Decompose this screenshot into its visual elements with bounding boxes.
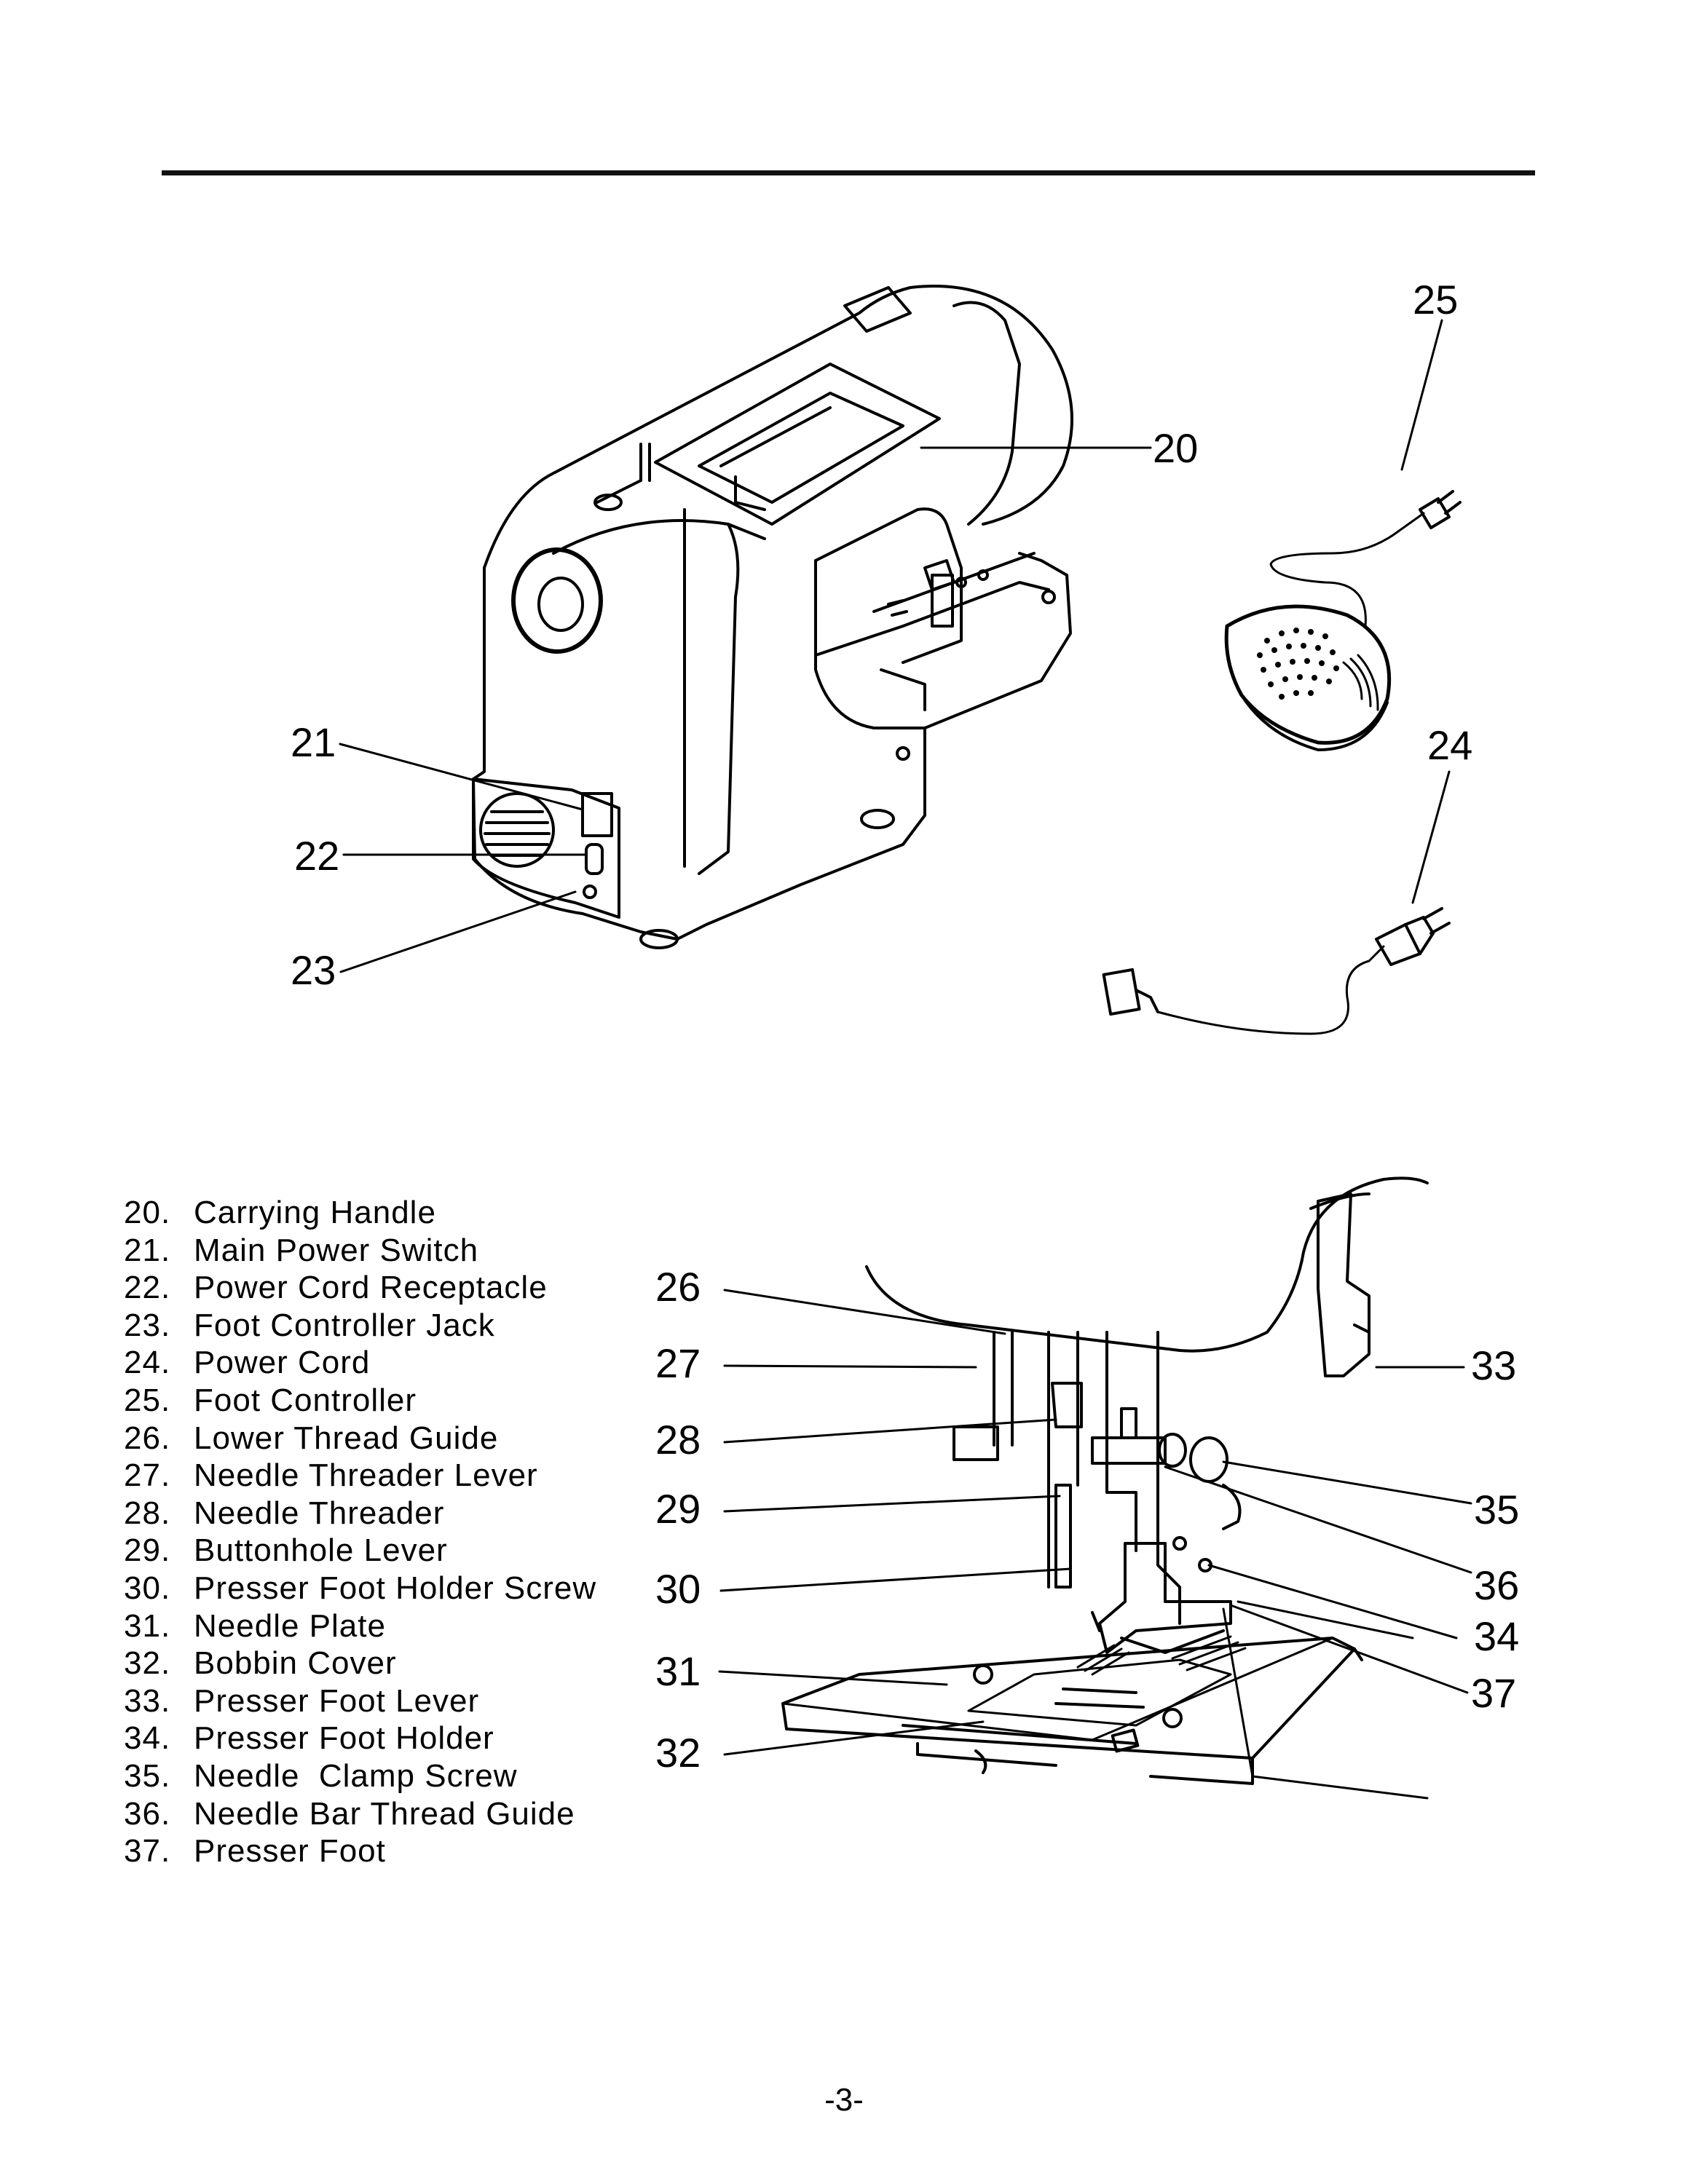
part-name: Needle Clamp Screw bbox=[194, 1757, 518, 1794]
part-number: 35. bbox=[124, 1757, 171, 1794]
part-name: Power Cord Receptacle bbox=[194, 1270, 548, 1306]
callout-20: 20 bbox=[1153, 425, 1199, 471]
list-item: 22. Power Cord Receptacle bbox=[124, 1269, 677, 1307]
part-name: Presser Foot Holder Screw bbox=[194, 1570, 597, 1606]
list-item: 23. Foot Controller Jack bbox=[124, 1307, 677, 1345]
list-item: 27. Needle Threader Lever bbox=[124, 1457, 677, 1495]
list-item: 29. Buttonhole Lever bbox=[124, 1532, 677, 1570]
part-number: 32. bbox=[124, 1645, 171, 1682]
list-item: 37. Presser Foot bbox=[124, 1832, 677, 1870]
list-item: 35. Needle Clamp Screw bbox=[124, 1757, 677, 1795]
header-rule bbox=[162, 170, 1535, 175]
part-name: Foot Controller bbox=[194, 1382, 417, 1418]
list-item: 33. Presser Foot Lever bbox=[124, 1682, 677, 1720]
part-name: Foot Controller Jack bbox=[194, 1307, 495, 1343]
part-name: Lower Thread Guide bbox=[194, 1420, 499, 1456]
sewing-machine-rear-illustration bbox=[472, 285, 1152, 949]
part-number: 28. bbox=[124, 1495, 171, 1531]
part-name: Power Cord bbox=[194, 1345, 371, 1381]
part-number: 31. bbox=[124, 1607, 171, 1644]
list-item: 32. Bobbin Cover bbox=[124, 1645, 677, 1682]
part-name: Presser Foot Holder bbox=[194, 1720, 494, 1757]
part-name: Needle Plate bbox=[194, 1607, 386, 1644]
parts-list: 20.Carrying Handle 21.Main Power Switch … bbox=[124, 1194, 677, 1870]
part-number: 23. bbox=[124, 1307, 171, 1343]
list-item: 24. Power Cord bbox=[124, 1344, 677, 1382]
callout-34: 34 bbox=[1474, 1613, 1520, 1659]
part-number: 30. bbox=[124, 1570, 171, 1606]
page-number: -3- bbox=[824, 2082, 864, 2118]
part-number: 36. bbox=[124, 1795, 171, 1832]
list-item: 26. Lower Thread Guide bbox=[124, 1420, 677, 1457]
part-number: 27. bbox=[124, 1457, 171, 1494]
callout-28: 28 bbox=[655, 1417, 701, 1463]
list-item: 31. Needle Plate bbox=[124, 1607, 677, 1645]
part-number: 25. bbox=[124, 1382, 171, 1418]
part-name: Presser Foot bbox=[194, 1833, 386, 1870]
list-item: 34. Presser Foot Holder bbox=[124, 1720, 677, 1757]
callout-24: 24 bbox=[1427, 722, 1473, 768]
callout-37: 37 bbox=[1471, 1670, 1517, 1716]
part-name: Buttonhole Lever bbox=[194, 1532, 448, 1569]
callout-32: 32 bbox=[655, 1730, 701, 1776]
power-cord-illustration bbox=[1102, 770, 1451, 1035]
callout-30: 30 bbox=[655, 1566, 701, 1612]
list-item: 21. Main Power Switch bbox=[124, 1232, 677, 1270]
callout-25: 25 bbox=[1413, 277, 1459, 323]
part-name: Carrying Handle bbox=[194, 1195, 436, 1230]
list-item: 36. Needle Bar Thread Guide bbox=[124, 1795, 677, 1833]
part-number: 34. bbox=[124, 1720, 171, 1757]
part-number: 26. bbox=[124, 1420, 171, 1456]
part-name: Needle Bar Thread Guide bbox=[194, 1795, 575, 1832]
part-name: Needle Threader Lever bbox=[194, 1457, 538, 1494]
callout-27: 27 bbox=[655, 1340, 701, 1386]
foot-controller-illustration bbox=[1224, 319, 1462, 751]
part-number: 21. bbox=[124, 1232, 171, 1268]
part-name: Needle Threader bbox=[194, 1495, 445, 1531]
part-number: 29. bbox=[124, 1532, 171, 1569]
callout-33: 33 bbox=[1471, 1342, 1517, 1388]
part-number: 22. bbox=[124, 1270, 171, 1306]
part-number: 33. bbox=[124, 1682, 171, 1719]
list-item: 25. Foot Controller bbox=[124, 1382, 677, 1420]
callout-22: 22 bbox=[294, 833, 340, 879]
part-name: Main Power Switch bbox=[194, 1232, 479, 1268]
needle-area-illustration bbox=[781, 1176, 1429, 1800]
callout-29: 29 bbox=[655, 1486, 701, 1532]
part-name: Bobbin Cover bbox=[194, 1645, 397, 1682]
part-number: 24. bbox=[124, 1345, 171, 1381]
callout-23: 23 bbox=[291, 947, 336, 993]
list-item: 28. Needle Threader bbox=[124, 1495, 677, 1532]
callout-36: 36 bbox=[1474, 1562, 1520, 1608]
part-name: Presser Foot Lever bbox=[194, 1682, 480, 1719]
list-item: 20. Carrying Handle bbox=[124, 1194, 677, 1232]
part-number: 37. bbox=[124, 1833, 171, 1870]
list-item: 30. Presser Foot Holder Screw bbox=[124, 1570, 677, 1607]
callout-26: 26 bbox=[655, 1264, 701, 1310]
callout-21: 21 bbox=[291, 719, 336, 765]
part-number: 20. bbox=[124, 1195, 171, 1230]
callout-35: 35 bbox=[1474, 1487, 1520, 1532]
callout-31: 31 bbox=[655, 1648, 701, 1694]
